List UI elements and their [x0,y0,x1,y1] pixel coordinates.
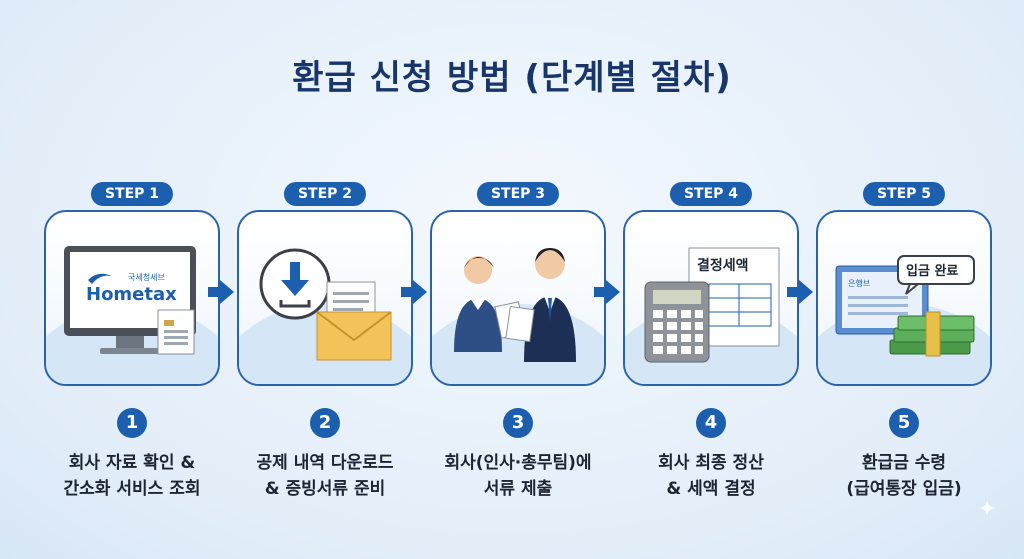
arrow-right-icon [799,280,813,304]
step-4: STEP 4 결정세액 4 회사 최종 정산& 세액 결정 [623,182,799,512]
svg-text:결정세액: 결정세액 [697,257,749,274]
monitor-hometax-icon: 국세청세브 Hometax [46,212,218,384]
step-label: 회사 최종 정산& 세액 결정 [613,450,809,502]
step-number: 1 [117,408,147,438]
step-label: 환급금 수령(급여통장 입금) [806,450,1002,502]
step-card: 은행브 입금 완료 [816,210,992,386]
bankbook-money-icon: 은행브 입금 완료 [818,212,990,384]
people-handing-documents-icon [432,212,604,384]
arrow-right-icon [413,280,427,304]
arrow-right-icon [606,280,620,304]
svg-text:Hometax: Hometax [86,284,177,305]
step-1: STEP 1 국세청세브 Hometax 1 회사 자료 확인 &간소화 서비스… [44,182,220,512]
step-card [237,210,413,386]
step-badge: STEP 2 [284,182,366,206]
download-envelope-icon [239,212,411,384]
svg-text:국세청세브: 국세청세브 [128,273,165,282]
step-label: 공제 내역 다운로드& 증빙서류 준비 [227,450,423,502]
step-badge: STEP 3 [477,182,559,206]
step-number: 3 [503,408,533,438]
step-card [430,210,606,386]
step-card: 결정세액 [623,210,799,386]
step-number: 2 [310,408,340,438]
step-number: 4 [696,408,726,438]
step-badge: STEP 5 [863,182,945,206]
calculator-form-icon: 결정세액 [625,212,797,384]
svg-text:은행브: 은행브 [848,278,870,288]
step-5: STEP 5 은행브 입금 완료 5 환급금 수령(급여통장 입금) [816,182,992,512]
sparkle-icon: ✦ [978,501,996,519]
step-2: STEP 2 2 공제 내역 다운로드& 증빙서류 준비 [237,182,413,512]
step-card: 국세청세브 Hometax [44,210,220,386]
svg-text:입금 완료: 입금 완료 [906,264,958,279]
page-title: 환급 신청 방법 (단계별 절차) [0,50,1024,99]
step-badge: STEP 4 [670,182,752,206]
arrow-right-icon [220,280,234,304]
step-label: 회사 자료 확인 &간소화 서비스 조회 [34,450,230,502]
step-number: 5 [889,408,919,438]
step-badge: STEP 1 [91,182,173,206]
